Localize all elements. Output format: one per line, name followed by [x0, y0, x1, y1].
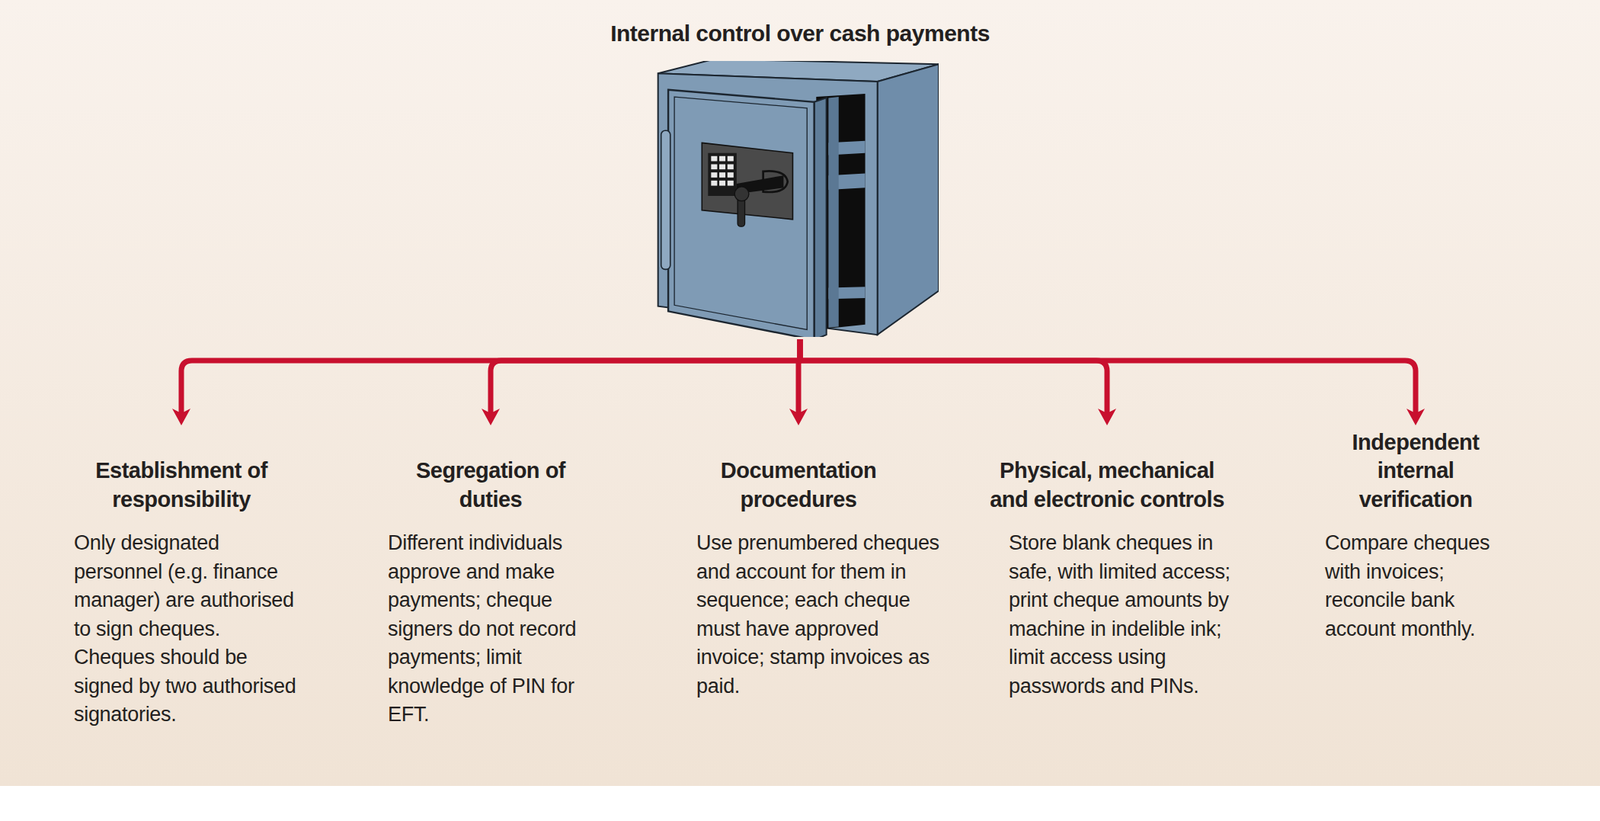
control-column: Physical, mechanical and electronic cont…	[969, 425, 1245, 701]
control-column: Establishment of responsibilityOnly desi…	[44, 425, 319, 730]
arrow-head	[789, 408, 808, 426]
arrow-head	[1097, 408, 1117, 426]
heading-area: Independent internal verification	[1278, 425, 1553, 514]
connector	[481, 339, 800, 426]
control-column: Segregation of dutiesDifferent individua…	[353, 425, 628, 730]
heading-area: Physical, mechanical and electronic cont…	[969, 425, 1245, 514]
column-body: Only designated personnel (e.g. finance …	[73, 528, 303, 730]
safe-node: Internal control over cash payments	[609, 19, 991, 340]
connector	[789, 339, 808, 426]
column-heading: Independent internal verification	[1324, 428, 1508, 515]
connector-line	[490, 339, 800, 413]
column-body: Store blank cheques in safe, with limite…	[1008, 528, 1238, 701]
column-heading: Documentation procedures	[684, 456, 913, 514]
heading-area: Establishment of responsibility	[44, 425, 319, 514]
arrow-head	[172, 408, 191, 426]
connector-line	[800, 339, 1416, 413]
column-heading: Establishment of responsibility	[55, 456, 308, 514]
connector	[172, 339, 800, 426]
connector	[800, 339, 1425, 426]
column-heading: Segregation of duties	[406, 456, 575, 514]
column-body: Compare cheques with invoices; reconcile…	[1324, 528, 1508, 644]
connector-line	[800, 339, 1108, 413]
heading-area: Segregation of duties	[353, 425, 628, 514]
safe-illustration	[656, 60, 939, 337]
connector-line	[798, 339, 800, 413]
column-heading: Physical, mechanical and electronic cont…	[981, 456, 1233, 514]
arrow-head	[1406, 408, 1425, 426]
control-column: Documentation proceduresUse prenumbered …	[661, 425, 936, 701]
column-body: Use prenumbered cheques and account for …	[696, 528, 941, 701]
control-column: Independent internal verificationCompare…	[1278, 425, 1553, 644]
column-body: Different individuals approve and make p…	[387, 528, 617, 730]
heading-area: Documentation procedures	[661, 425, 936, 514]
arrow-head	[481, 408, 500, 426]
connector	[800, 339, 1117, 426]
diagram-title: Internal control over cash payments	[609, 19, 991, 48]
connector-line	[181, 339, 800, 413]
